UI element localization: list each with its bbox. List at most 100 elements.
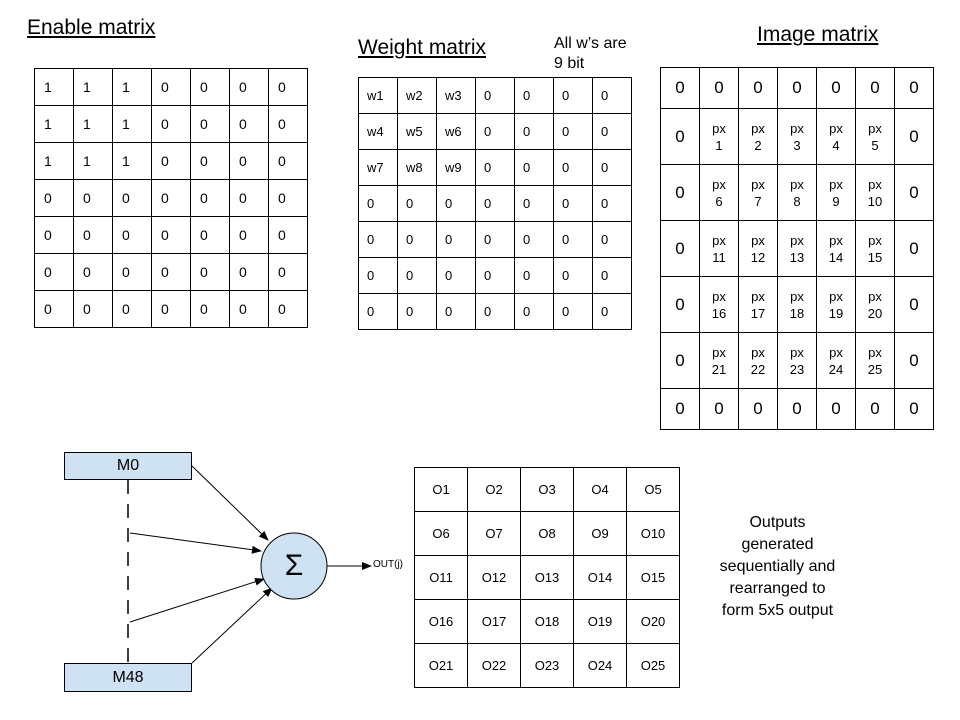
weight-matrix-cell: 0 (397, 221, 437, 258)
pixel-index: 11 (712, 249, 726, 265)
image-matrix-cell: 0 (855, 67, 895, 109)
image-matrix-cell: 0 (777, 67, 817, 109)
pixel-index: 23 (789, 361, 805, 377)
weight-matrix-cell: w4 (358, 113, 398, 150)
image-matrix-cell: 0 (816, 388, 856, 430)
pixel-prefix: px (868, 288, 882, 304)
enable-matrix-cell: 0 (73, 290, 113, 328)
image-matrix-cell: 0 (738, 67, 778, 109)
output-matrix-cell: O18 (520, 599, 574, 644)
enable-matrix-cell: 0 (190, 142, 230, 180)
pixel-prefix: px (868, 232, 882, 248)
arrow-m0-to-sum (191, 465, 269, 541)
pixel-index: 5 (871, 137, 879, 153)
weight-matrix-cell: 0 (475, 293, 515, 330)
pixel-index: 7 (754, 193, 762, 209)
pixel-index: 20 (867, 305, 883, 321)
enable-matrix-cell: 0 (268, 253, 308, 291)
image-matrix-cell: 0 (894, 276, 934, 333)
enable-matrix-cell: 1 (73, 142, 113, 180)
output-note-line: Outputs (749, 514, 806, 531)
enable-matrix-cell: 0 (229, 290, 269, 328)
output-matrix-cell: O23 (520, 643, 574, 688)
pixel-prefix: px (790, 344, 804, 360)
weight-matrix-cell: 0 (358, 293, 398, 330)
pixel-index: 8 (793, 193, 801, 209)
enable-matrix-cell: 0 (112, 179, 152, 217)
pixel-index: 6 (715, 193, 723, 209)
pixel-index: 3 (793, 137, 801, 153)
enable-matrix-cell: 1 (34, 68, 74, 106)
enable-matrix-cell: 0 (268, 68, 308, 106)
pixel-index: 4 (832, 137, 840, 153)
enable-matrix-cell: 0 (73, 253, 113, 291)
image-matrix-title: Image matrix (757, 23, 879, 46)
output-matrix-cell: O13 (520, 555, 574, 600)
enable-matrix-cell: 0 (190, 68, 230, 106)
weight-matrix-cell: w6 (436, 113, 476, 150)
enable-matrix-cell: 0 (268, 142, 308, 180)
output-matrix-cell: O1 (414, 467, 468, 512)
pixel-prefix: px (751, 288, 765, 304)
pixel-index: 15 (867, 249, 883, 265)
enable-matrix-cell: 0 (268, 105, 308, 143)
pixel-index: 13 (789, 249, 805, 265)
weight-matrix-cell: 0 (592, 293, 632, 330)
pixel-prefix: px (712, 288, 726, 304)
pixel-index: 14 (828, 249, 844, 265)
image-matrix-cell: 0 (894, 67, 934, 109)
pixel-prefix: px (751, 176, 765, 192)
pixel-prefix: px (790, 232, 804, 248)
pixel-prefix: px (868, 120, 882, 136)
weight-matrix-cell: 0 (475, 113, 515, 150)
pixel-prefix: px (868, 176, 882, 192)
output-note-line: rearranged to (729, 580, 826, 597)
pixel-prefix: px (790, 120, 804, 136)
pixel-prefix: px (790, 176, 804, 192)
weight-bit-note: All w’s are 9 bit (554, 34, 627, 74)
enable-matrix-cell: 0 (151, 105, 191, 143)
weight-matrix-cell: 0 (553, 257, 593, 294)
pixel-index: 18 (789, 305, 805, 321)
output-matrix-cell: O24 (573, 643, 627, 688)
pixel-index: 19 (828, 305, 844, 321)
pixel-prefix: px (829, 232, 843, 248)
image-matrix-cell: 0 (894, 388, 934, 430)
pixel-index: 1 (715, 137, 723, 153)
enable-matrix-cell: 0 (34, 216, 74, 254)
enable-matrix-cell: 0 (268, 179, 308, 217)
m48-box: M48 (64, 663, 192, 692)
weight-matrix-cell: 0 (358, 257, 398, 294)
pixel-prefix: px (829, 344, 843, 360)
weight-matrix-cell: 0 (553, 293, 593, 330)
pixel-index: 22 (750, 361, 766, 377)
output-note-line: sequentially and (719, 558, 836, 575)
pixel-index: 10 (867, 193, 883, 209)
